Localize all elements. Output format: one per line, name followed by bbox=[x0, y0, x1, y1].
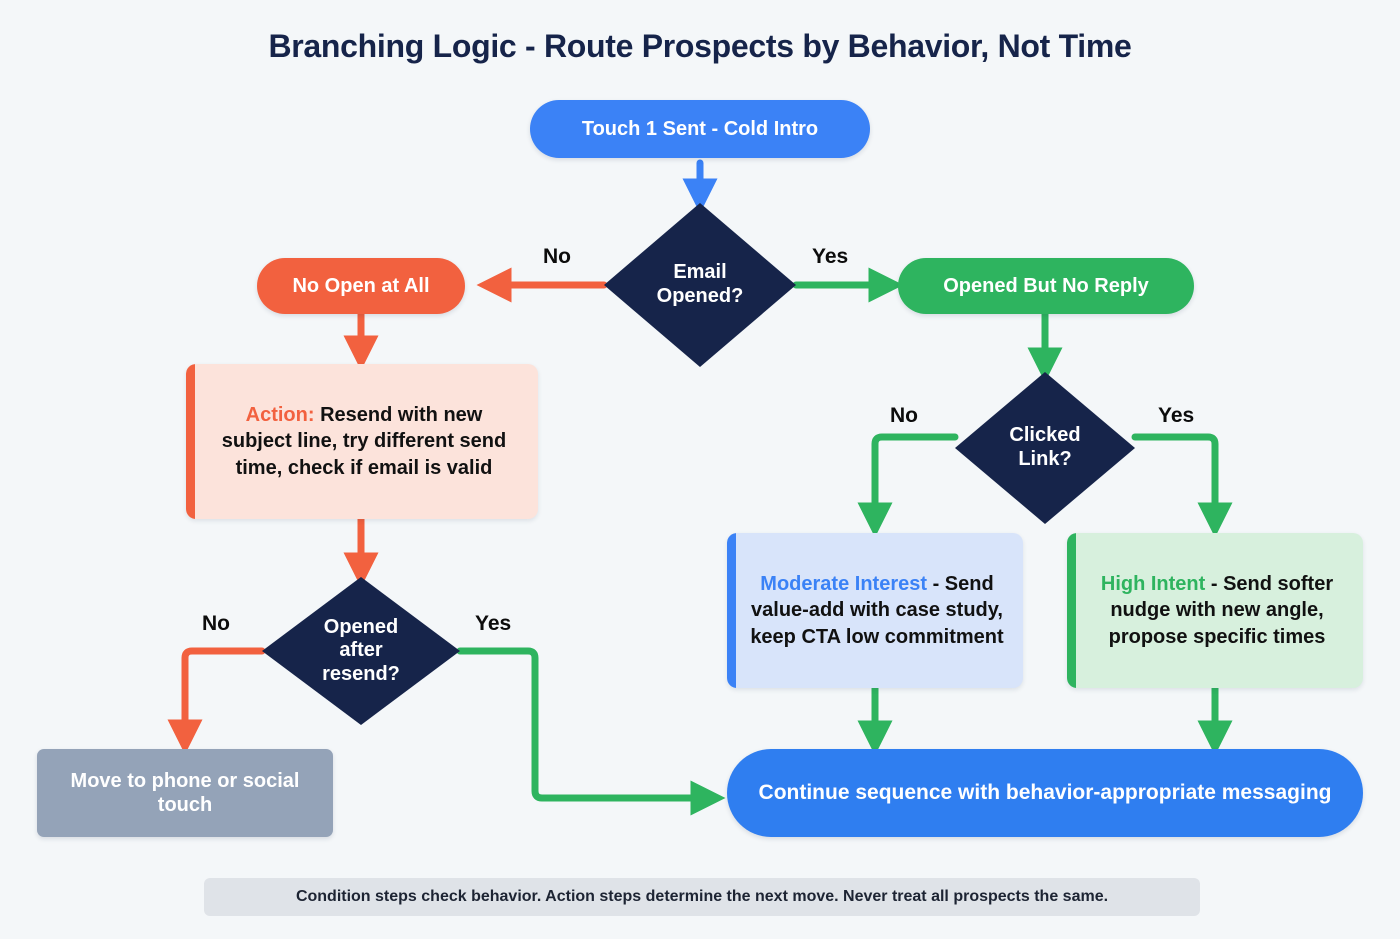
footer-caption: Condition steps check behavior. Action s… bbox=[204, 878, 1200, 916]
edge-label-text: Yes bbox=[475, 612, 512, 635]
node-action-resend-text: Action: Resend with new subject line, tr… bbox=[208, 402, 520, 481]
page-title: Branching Logic - Route Prospects by Beh… bbox=[268, 28, 1132, 64]
edge-label-email-opened-yes: Yes bbox=[812, 245, 848, 269]
action-body: - Send value-add with case study, keep C… bbox=[750, 572, 1004, 648]
edge-clicked-decision-yes bbox=[1131, 433, 1233, 538]
edge-resend-decision-no bbox=[167, 647, 266, 755]
accent-bar bbox=[727, 533, 736, 688]
node-decision-clicked-link[interactable]: Clicked Link? bbox=[955, 372, 1135, 524]
edge-label-resend-no: No bbox=[202, 612, 230, 636]
action-lead: Moderate Interest bbox=[760, 572, 928, 595]
footer-caption-text: Condition steps check behavior. Action s… bbox=[295, 888, 1109, 905]
node-continue-sequence[interactable]: Continue sequence with behavior-appropri… bbox=[727, 749, 1363, 837]
accent-bar bbox=[1067, 533, 1076, 688]
edge-label-text: No bbox=[543, 245, 571, 268]
node-decision-clicked-link-label: Clicked Link? bbox=[1009, 424, 1081, 470]
node-high-intent[interactable]: High Intent - Send softer nudge with new… bbox=[1067, 533, 1363, 688]
node-start-label: Touch 1 Sent - Cold Intro bbox=[581, 117, 819, 140]
action-lead: Action: bbox=[245, 403, 315, 426]
node-high-intent-text: High Intent - Send softer nudge with new… bbox=[1089, 571, 1345, 650]
action-body: - Send softer nudge with new angle, prop… bbox=[1108, 572, 1334, 648]
node-decision-opened-after-resend-label: Opened after resend? bbox=[322, 615, 400, 685]
node-decision-email-opened[interactable]: Email Opened? bbox=[604, 203, 796, 367]
node-no-open-at-all[interactable]: No Open at All bbox=[257, 258, 465, 314]
edge-label-email-opened-no: No bbox=[543, 245, 571, 269]
node-action-resend[interactable]: Action: Resend with new subject line, tr… bbox=[186, 364, 538, 519]
node-decision-email-opened-label: Email Opened? bbox=[656, 261, 744, 307]
node-move-to-phone[interactable]: Move to phone or social touch bbox=[37, 749, 333, 837]
node-moderate-interest[interactable]: Moderate Interest - Send value-add with … bbox=[727, 533, 1023, 688]
edge-label-text: No bbox=[202, 612, 230, 635]
action-lead: High Intent bbox=[1100, 572, 1206, 595]
node-moderate-interest-text: Moderate Interest - Send value-add with … bbox=[749, 571, 1005, 650]
edge-label-text: Yes bbox=[812, 245, 849, 268]
node-decision-opened-after-resend[interactable]: Opened after resend? bbox=[262, 577, 460, 725]
node-continue-sequence-label: Continue sequence with behavior-appropri… bbox=[758, 781, 1332, 805]
node-move-to-phone-label: Move to phone or social touch bbox=[70, 769, 300, 816]
edge-resend-decision-yes bbox=[456, 647, 726, 816]
node-start[interactable]: Touch 1 Sent - Cold Intro bbox=[530, 100, 870, 158]
edge-label-text: Yes bbox=[1158, 404, 1195, 427]
edge-label-clicked-link-no: No bbox=[890, 404, 918, 428]
node-opened-but-no-reply[interactable]: Opened But No Reply bbox=[898, 258, 1194, 314]
edge-label-clicked-link-yes: Yes bbox=[1158, 404, 1194, 428]
action-body: Resend with new subject line, try differ… bbox=[221, 403, 507, 479]
edge-clicked-decision-no bbox=[857, 433, 959, 538]
node-no-open-at-all-label: No Open at All bbox=[292, 274, 430, 297]
edge-label-text: No bbox=[890, 404, 918, 427]
node-opened-but-no-reply-label: Opened But No Reply bbox=[943, 274, 1149, 297]
edge-label-resend-yes: Yes bbox=[475, 612, 511, 636]
accent-bar bbox=[186, 364, 195, 519]
